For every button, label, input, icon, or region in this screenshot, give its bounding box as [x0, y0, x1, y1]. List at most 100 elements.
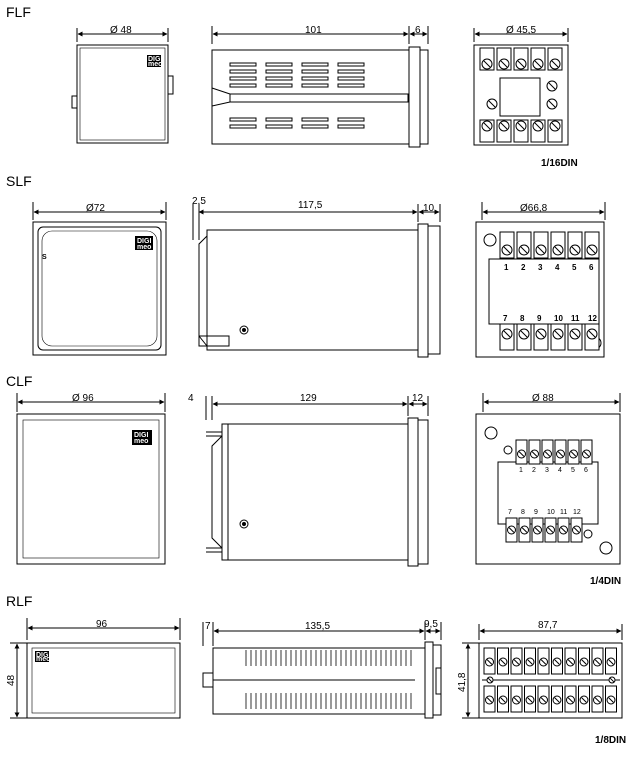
clf-section: CLF Ø 96 DIGI meo 4 129 12: [6, 373, 621, 587]
svg-text:DIGI: DIGI: [36, 652, 50, 659]
flf-back-view: Ø 45,5 1/16DIN: [473, 25, 578, 169]
vent-slot: [229, 124, 257, 129]
terminal-number: 1: [519, 467, 523, 474]
vent-slot: [229, 76, 257, 81]
flf-section: FLF Ø 48 DIGI meo 101 6: [6, 4, 578, 169]
vent-slot: [337, 76, 365, 81]
svg-text:DIGI: DIGI: [134, 432, 148, 439]
flf-vent-slots: [229, 62, 365, 129]
clf-brand-logo: DIGI meo: [132, 430, 152, 445]
slf-front-view: Ø72 S DIGI meo: [32, 202, 167, 356]
slf-side-view: 2,5 117,5 10: [192, 196, 441, 358]
terminal-number: 3: [538, 263, 543, 272]
rlf-brand-logo: DIGI meo: [35, 651, 50, 663]
terminal-number: 12: [573, 509, 581, 516]
rlf-terminal-block: [483, 647, 617, 713]
terminal-number: 2: [521, 263, 526, 272]
slf-label: SLF: [6, 173, 32, 189]
slf-side-gap-label: 2,5: [192, 196, 206, 207]
terminal-number: 7: [503, 314, 508, 323]
terminal-number: 4: [558, 467, 562, 474]
flf-front-width-label: Ø 48: [110, 25, 132, 36]
slf-side-depth-label: 117,5: [298, 200, 323, 211]
rlf-vent-slots: [245, 650, 412, 709]
rlf-section: RLF 96 48 DIGI meo 7 135,5 9,5: [6, 593, 626, 746]
clf-back-width-label: Ø 88: [532, 393, 554, 404]
clf-label: CLF: [6, 373, 32, 389]
rlf-side-view: 7 135,5 9,5: [202, 619, 442, 719]
flf-label: FLF: [6, 4, 31, 20]
vent-slot: [301, 124, 329, 129]
vent-slot: [337, 62, 365, 67]
terminal-number: 12: [588, 314, 597, 323]
terminal-number: 10: [547, 509, 555, 516]
flf-side-view: 101 6: [211, 25, 429, 148]
flf-terminal-block: [479, 47, 563, 143]
terminal-number: 5: [571, 467, 575, 474]
vent-slot: [229, 69, 257, 74]
terminal-number: 5: [572, 263, 577, 272]
vent-slot: [265, 76, 293, 81]
terminal-number: 1: [504, 263, 509, 272]
terminal-number: 9: [534, 509, 538, 516]
vent-slot: [301, 117, 329, 122]
terminal-number: 3: [545, 467, 549, 474]
svg-text:meo: meo: [134, 438, 148, 445]
rlf-side-gap-label: 7: [205, 621, 211, 632]
vent-slot: [265, 124, 293, 129]
terminal-number: 11: [560, 509, 567, 516]
clf-front-view: Ø 96 DIGI meo: [16, 393, 166, 565]
vent-slot: [301, 62, 329, 67]
clf-din-label: 1/4DIN: [590, 576, 621, 587]
terminal-number: 7: [508, 509, 512, 516]
flf-side-bezel-label: 6: [415, 25, 421, 36]
clf-side-depth-label: 129: [300, 393, 317, 404]
flf-brand-logo: DIGI meo: [147, 55, 162, 68]
svg-text:meo: meo: [36, 656, 50, 663]
vent-slot: [265, 62, 293, 67]
vent-slot: [337, 69, 365, 74]
rlf-label: RLF: [6, 593, 32, 609]
terminal-number: 6: [584, 467, 588, 474]
flf-din-label: 1/16DIN: [541, 158, 578, 169]
rlf-front-height-label: 48: [6, 674, 17, 686]
rlf-side-depth-label: 135,5: [305, 621, 330, 632]
flf-front-view: Ø 48 DIGI meo: [71, 25, 174, 144]
terminal-number: 6: [589, 263, 594, 272]
vent-slot: [301, 83, 329, 88]
rlf-front-width-label: 96: [96, 619, 108, 630]
vent-slot: [337, 83, 365, 88]
rlf-back-height-label: 41,8: [457, 672, 468, 692]
slf-back-width-label: Ø66,8: [520, 203, 548, 214]
clf-side-bezel-label: 12: [412, 393, 424, 404]
vent-slot: [265, 83, 293, 88]
terminal-number: 4: [555, 263, 560, 272]
flf-back-width-label: Ø 45,5: [506, 25, 536, 36]
vent-slot: [229, 83, 257, 88]
svg-text:DIGI: DIGI: [148, 56, 162, 63]
clf-side-gap-label: 4: [188, 393, 194, 404]
slf-brand-logo: DIGI meo: [135, 236, 153, 251]
vent-slot: [301, 76, 329, 81]
rlf-back-width-label: 87,7: [538, 620, 558, 631]
slf-front-mark: S: [42, 254, 47, 261]
flf-side-depth-label: 101: [305, 25, 322, 36]
terminal-number: 10: [554, 314, 563, 323]
terminal-number: 2: [532, 467, 536, 474]
terminal-number: 9: [537, 314, 542, 323]
clf-front-width-label: Ø 96: [72, 393, 94, 404]
slf-front-width-label: Ø72: [86, 203, 105, 214]
rlf-back-view: 87,7 41,8 1/8DIN: [457, 620, 626, 746]
slf-side-bezel-label: 10: [423, 203, 435, 214]
rlf-side-bezel-label: 9,5: [424, 619, 438, 630]
slf-section: SLF Ø72 S DIGI meo 2,5 117,5 10: [6, 173, 606, 358]
vent-slot: [265, 117, 293, 122]
vent-slot: [337, 124, 365, 129]
vent-slot: [229, 62, 257, 67]
rlf-front-view: 96 48 DIGI meo: [6, 618, 181, 719]
